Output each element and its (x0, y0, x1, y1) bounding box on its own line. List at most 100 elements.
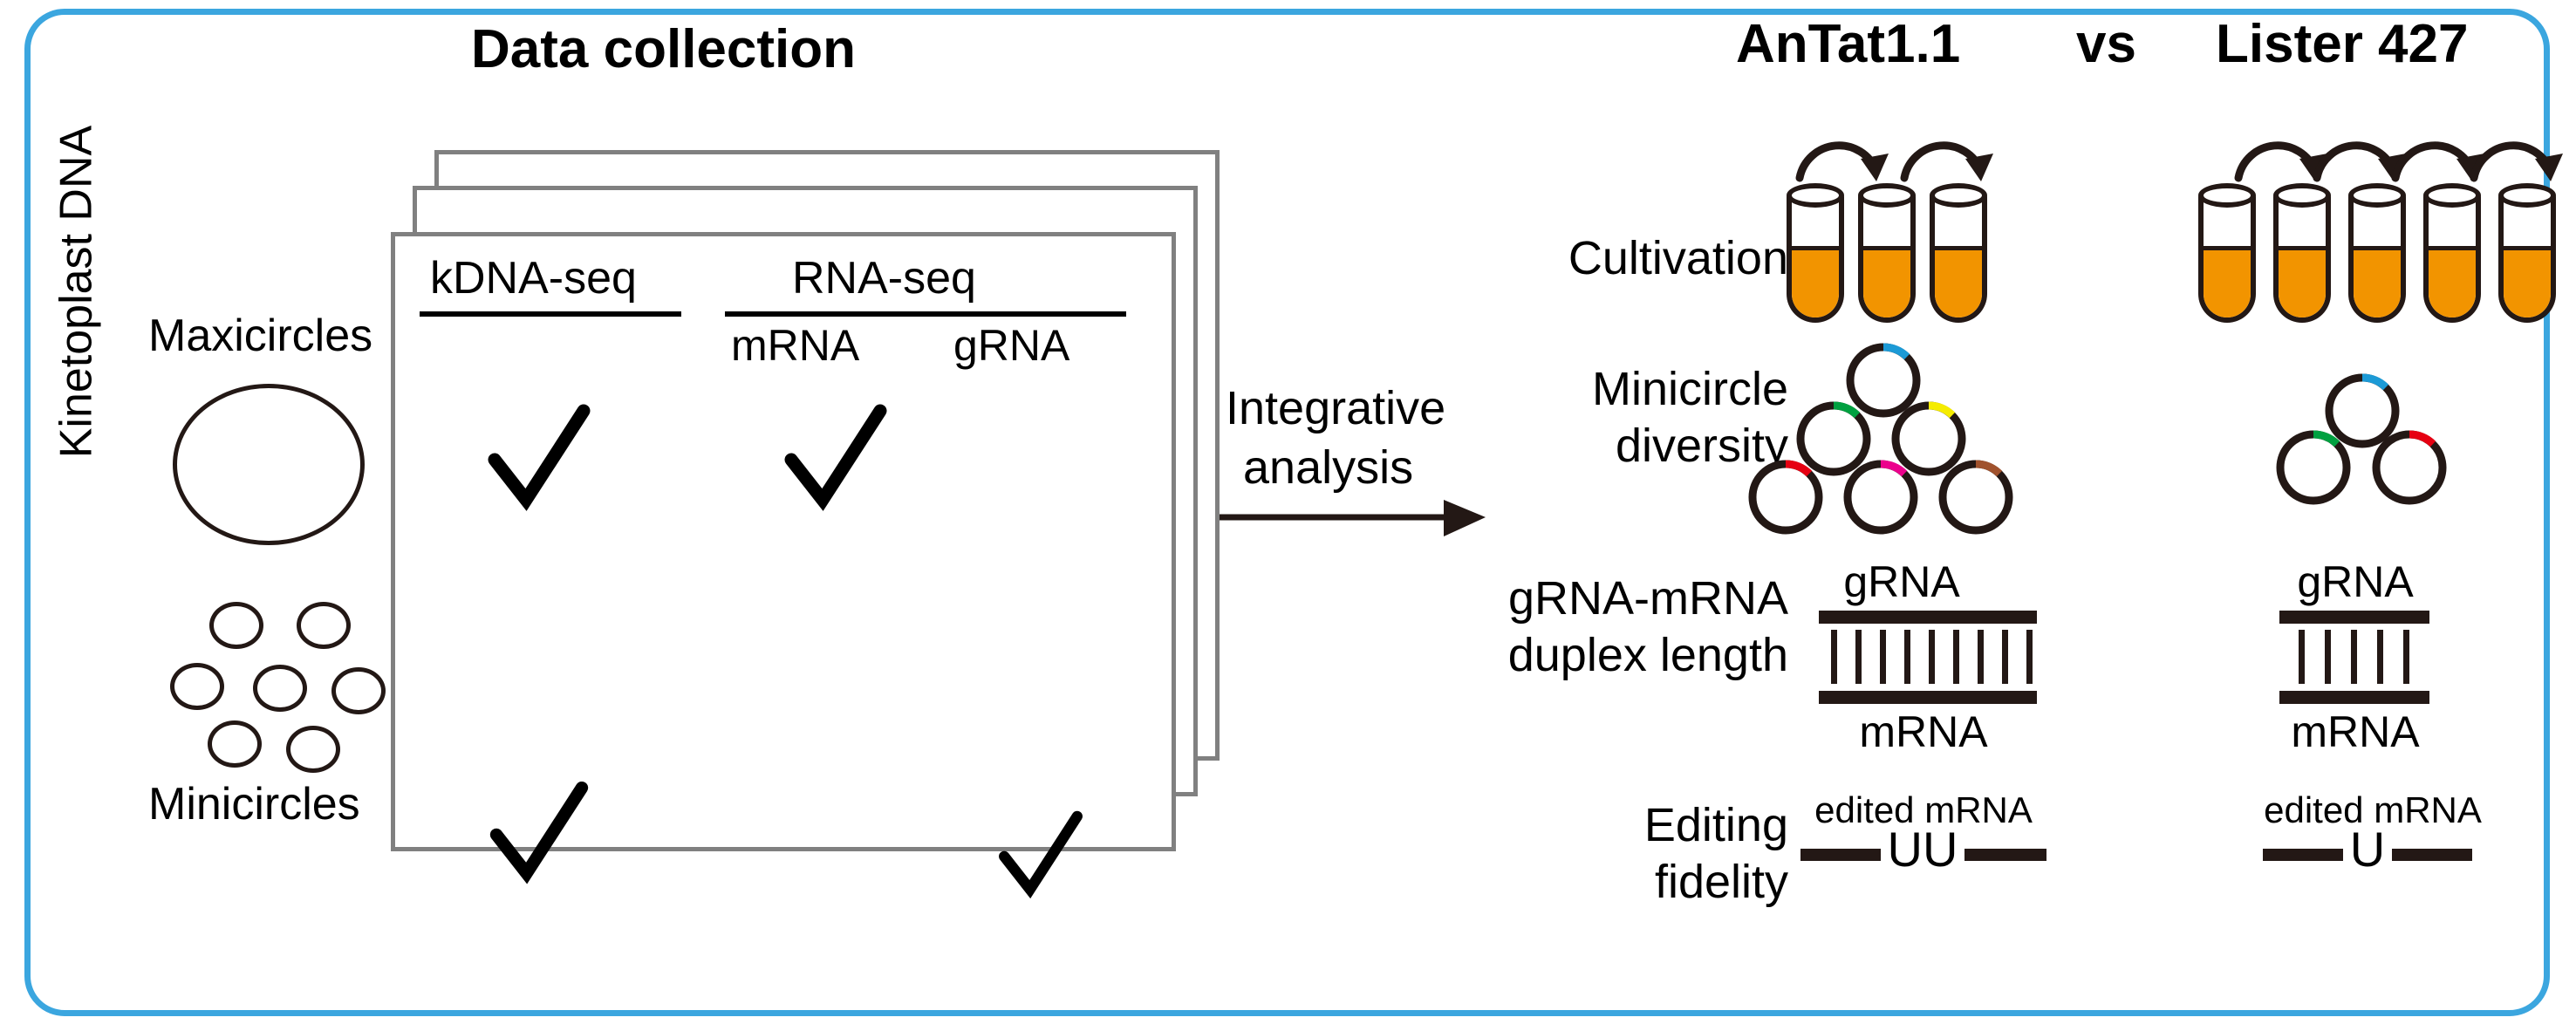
tube-opening (2348, 183, 2406, 208)
tube-opening (2198, 183, 2256, 208)
duplex-diagram-strain-a (1819, 611, 2037, 715)
tube-opening (1858, 183, 1916, 208)
duplex-diagram-strain-b (2279, 611, 2429, 715)
tube-medium-fill (2429, 246, 2476, 317)
duplex-base-pair (1929, 630, 1935, 684)
row-label-minicircle-diversity-line2: diversity (1615, 420, 1788, 472)
duplex-grna-strand (2279, 611, 2429, 624)
duplex-base-pair (2377, 630, 2383, 684)
tube-body (2348, 194, 2406, 323)
integrative-analysis-arrow-icon (1208, 493, 1487, 550)
row-label-editing-fidelity-line2: fidelity (1654, 856, 1788, 908)
minicircle-icon (331, 667, 386, 714)
minicircle-icon (208, 720, 262, 768)
cultivation-tube-strain-a (1787, 183, 1844, 323)
minicircle-icon (286, 726, 340, 773)
duplex-strain-a-top-label: gRNA (1843, 557, 1960, 606)
tube-medium-fill (2204, 246, 2251, 317)
mrna-segment-left (2263, 849, 2343, 861)
subcolumn-header-mrna: mRNA (731, 321, 860, 370)
minicircle-ring-strain-a (1936, 457, 2016, 542)
duplex-base-pair (2403, 630, 2409, 684)
minicircle-icon (170, 663, 224, 710)
maxicircles-label: Maxicircles (148, 311, 373, 361)
minicircle-ring-strain-b (2273, 427, 2354, 512)
duplex-base-pair (1855, 630, 1862, 684)
duplex-mrna-strand (1819, 691, 2037, 704)
tube-body (1858, 194, 1916, 323)
column-header-kdna-seq: kDNA-seq (430, 253, 637, 304)
editing-fidelity-strain-a: edited mRNA UU (1788, 789, 2059, 894)
duplex-base-pair (1953, 630, 1959, 684)
header-rule-rna-seq (725, 311, 1126, 317)
cultivation-arrow-strain-a (1793, 133, 2002, 193)
minicircles-label: Minicircles (148, 779, 360, 830)
tube-medium-fill (2354, 246, 2401, 317)
duplex-base-pair (1904, 630, 1910, 684)
duplex-strain-a-bottom-label: mRNA (1859, 707, 1988, 756)
minicircle-ring-strain-a (1794, 399, 1874, 483)
duplex-mrna-strand (2279, 691, 2429, 704)
tube-medium-fill (1863, 246, 1910, 317)
tube-opening (1787, 183, 1844, 208)
minicircle-icon (297, 602, 351, 649)
minicircle-ring-strain-a (1746, 457, 1826, 542)
duplex-grna-strand (1819, 611, 2037, 624)
versus-label: vs (2076, 14, 2136, 74)
duplex-strain-b-bottom-label: mRNA (2291, 707, 2420, 756)
row-label-duplex-length-line2: duplex length (1507, 629, 1788, 681)
subcolumn-header-grna: gRNA (953, 321, 1070, 370)
minicircle-ring-strain-b (2369, 427, 2450, 512)
mrna-segment-right (1964, 849, 2046, 861)
maxicircle-icon (173, 384, 365, 545)
tube-body (2498, 194, 2556, 323)
cultivation-tube-strain-b (2273, 183, 2331, 323)
tube-opening (2498, 183, 2556, 208)
checkmark-mrna-row1 (779, 402, 892, 516)
minicircle-ring-strain-a (1841, 457, 1921, 542)
edited-mrna-caption-strain-b: edited mRNA (2264, 789, 2482, 830)
tube-medium-fill (1935, 246, 1982, 317)
cultivation-tube-strain-b (2348, 183, 2406, 323)
duplex-base-pair (1978, 630, 1984, 684)
cultivation-tube-strain-b (2198, 183, 2256, 323)
duplex-base-pair (2299, 630, 2305, 684)
tube-body (1930, 194, 1987, 323)
tube-body (2273, 194, 2331, 323)
column-header-rna-seq: RNA-seq (792, 253, 976, 304)
duplex-base-pair (2325, 630, 2331, 684)
cultivation-arrow-strain-b (2231, 133, 2576, 193)
row-label-minicircle-diversity-line1: Minicircle (1591, 363, 1788, 415)
cultivation-tube-strain-b (2498, 183, 2556, 323)
page-title-data-collection: Data collection (471, 19, 856, 79)
tube-medium-fill (2279, 246, 2326, 317)
tube-body (1787, 194, 1844, 323)
kinetoplast-dna-label: Kinetoplast DNA (51, 125, 102, 459)
editing-fidelity-strain-b: edited mRNA U (2242, 789, 2504, 894)
tube-opening (2423, 183, 2481, 208)
integrative-analysis-line2: analysis (1243, 441, 1414, 494)
tube-body (2198, 194, 2256, 323)
minicircle-ring-strain-a (1889, 399, 1969, 483)
duplex-base-pair (2351, 630, 2357, 684)
strain-b-title: Lister 427 (2216, 14, 2469, 74)
editing-insertion-strain-a: UU (1887, 822, 1958, 877)
tube-medium-fill (2504, 246, 2551, 317)
cultivation-tube-strain-a (1858, 183, 1916, 323)
mrna-segment-left (1800, 849, 1881, 861)
duplex-strain-b-top-label: gRNA (2297, 557, 2414, 606)
minicircle-icon (253, 665, 307, 712)
strain-a-title: AnTat1.1 (1736, 14, 1961, 74)
checkmark-grna-row2 (994, 809, 1088, 903)
mrna-segment-right (2392, 849, 2472, 861)
tube-medium-fill (1792, 246, 1839, 317)
cultivation-tube-strain-a (1930, 183, 1987, 323)
minicircle-ring-strain-b (2322, 371, 2402, 455)
checkmark-kdna-seq-row2 (485, 780, 594, 889)
data-card-front: kDNA-seq RNA-seq mRNA gRNA (391, 232, 1176, 899)
editing-insertion-strain-b: U (2349, 822, 2386, 877)
minicircle-ring-strain-a (1843, 340, 1923, 425)
duplex-base-pair (1880, 630, 1886, 684)
row-label-duplex-length-line1: gRNA-mRNA (1507, 572, 1788, 625)
